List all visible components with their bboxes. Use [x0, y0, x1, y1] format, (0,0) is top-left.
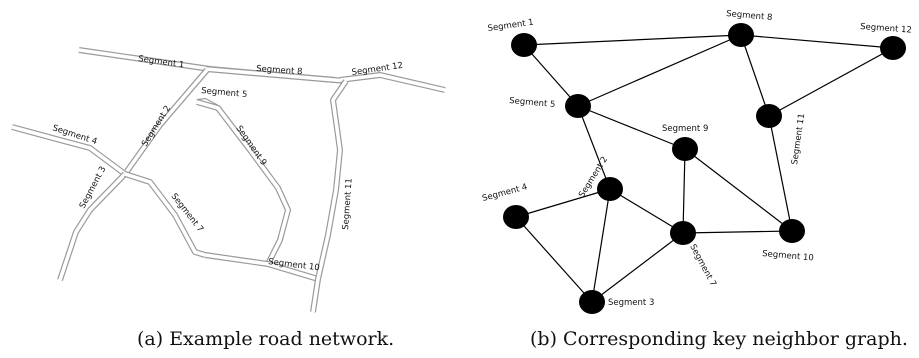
- neighbor-graph-panel: Segment 1 Segment 2 Segment 3 Segment 4 …: [481, 9, 912, 350]
- graph-edge-n2-n3: [591, 188, 611, 303]
- graph-edge-n2-n7: [609, 188, 684, 234]
- road-segment-11: [310, 79, 349, 313]
- road-label-segment-8: Segment 8: [256, 64, 303, 77]
- graph-edge-n3-n7: [591, 232, 684, 303]
- road-label-segment-9: Segment 9: [234, 124, 269, 168]
- road-label-segment-5: Segment 5: [201, 86, 248, 100]
- node-label-segment-7: Segment 7: [687, 243, 718, 289]
- graph-edge-n8-n11: [740, 34, 770, 117]
- node-label-segment-3: Segment 3: [608, 298, 654, 308]
- graph-edge-n5-n2: [577, 105, 611, 190]
- road-segment-3: [57, 171, 128, 281]
- node-label-segment-9: Segment 9: [662, 124, 708, 134]
- graph-edge-n5-n8: [577, 34, 742, 107]
- neighbor-graph-caption: (b) Corresponding key neighbor graph.: [530, 328, 908, 350]
- graph-edge-n5-n9: [577, 105, 686, 150]
- graph-edges: [515, 34, 894, 303]
- road-segment-10: [204, 252, 319, 282]
- graph-edge-n1-n8: [523, 34, 742, 46]
- node-label-segment-1: Segment 1: [487, 18, 534, 34]
- road-label-segment-1: Segment 1: [138, 54, 185, 70]
- road-network-panel: Segment 1 Segment 2 Segment 3 Segment 4 …: [11, 47, 446, 350]
- road-network-caption: (a) Example road network.: [137, 328, 394, 350]
- node-segment-11: [756, 104, 782, 128]
- graph-edge-n1-n5: [523, 44, 579, 107]
- node-segment-5: [565, 94, 591, 118]
- graph-edge-n4-n3: [515, 216, 593, 303]
- node-label-segment-8: Segment 8: [726, 9, 773, 23]
- road-label-segment-11: Segment 11: [341, 178, 355, 230]
- node-label-segment-12: Segment 12: [860, 22, 912, 36]
- graph-edge-n7-n10: [682, 230, 793, 234]
- road-segment-9: [196, 99, 291, 266]
- graph-edge-n2-n4: [515, 188, 611, 218]
- graph-edge-n11-n10: [768, 115, 793, 232]
- node-label-segment-5: Segment 5: [509, 96, 556, 110]
- graph-nodes: [503, 23, 906, 314]
- road-label-segment-2: Segment 2: [140, 104, 173, 149]
- node-segment-10: [779, 219, 805, 243]
- node-segment-9: [672, 137, 698, 161]
- node-segment-4: [503, 205, 529, 229]
- node-segment-8: [728, 23, 754, 47]
- node-segment-1: [511, 33, 537, 57]
- graph-edge-n8-n12: [740, 34, 894, 49]
- road-segment-12: [339, 72, 446, 93]
- graph-edge-n11-n12: [768, 47, 894, 117]
- node-segment-2: [597, 177, 623, 201]
- road-segment-8: [205, 66, 347, 84]
- road-segment-2: [122, 68, 210, 176]
- graph-edge-n9-n10: [684, 148, 793, 232]
- node-label-segment-4: Segment 4: [481, 182, 528, 204]
- node-segment-3: [579, 290, 605, 314]
- road-segment-4: [11, 124, 127, 177]
- node-segment-12: [880, 36, 906, 60]
- road-segment-7: [124, 171, 206, 258]
- graph-edge-n9-n7: [682, 148, 686, 234]
- node-label-segment-11: Segment 11: [790, 113, 807, 166]
- node-label-segment-10: Segment 10: [762, 249, 814, 263]
- node-segment-7: [670, 221, 696, 245]
